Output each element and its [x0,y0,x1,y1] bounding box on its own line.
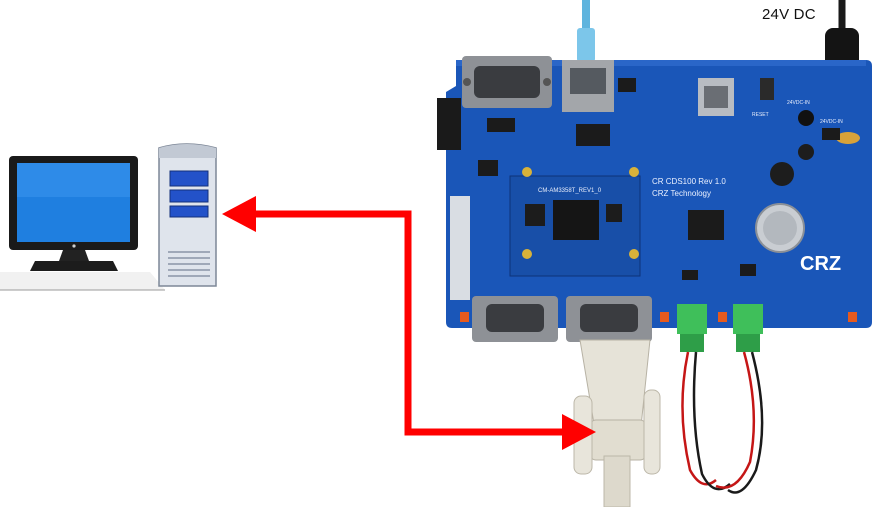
pin-header-edge [450,196,470,300]
top-db9-face [474,66,540,98]
db9-strain-relief [589,419,647,461]
pin-header-left [437,98,461,150]
serial-cable [573,339,661,508]
drive-bay-1 [169,170,209,187]
vdc-label-2: 24VDC-IN [820,119,843,125]
reset-button [760,78,774,100]
reset-label: RESET [752,112,769,118]
tower-top [159,144,216,158]
serial-cord [603,455,631,508]
terminal-block-2 [733,304,763,334]
drive-bay-3 [169,205,209,218]
monitor-stand [30,261,118,271]
thumb-screw-right [643,389,661,475]
power-led [72,244,76,248]
pcb-edge [456,60,866,66]
fuse [836,132,860,144]
desktop-computer-icon [0,143,217,291]
terminal-block-1 [677,304,707,334]
rj45-plug [577,28,595,62]
arrowhead-pc [222,196,256,232]
circuit-board: RESET 24VDC-IN 24VDC-IN CM-AM3358T_REV1_… [437,56,872,352]
board-maker-label: CRZ Technology [652,189,711,198]
pc-tower-icon [158,143,217,287]
capacitor-large [770,162,794,186]
cpu-chip [553,200,599,240]
module-label: CM-AM3358T_REV1_0 [538,188,602,194]
capacitor [798,144,814,160]
vdc-label: 24VDC-IN [787,100,810,106]
desk-plate [0,272,165,290]
drive-bay-2 [169,189,209,203]
arrow-path [240,210,578,436]
ic-phy [576,124,610,146]
terminal-wires [681,351,764,494]
ethernet-cable [577,0,595,62]
arrowhead-board [562,414,596,450]
monitor-screen-glare [17,163,130,197]
power-input-label: 24V DC [762,6,816,23]
monitor-neck [59,250,89,261]
connection-arrow [222,196,596,450]
board-model-label: CR CDS100 Rev 1.0 [652,177,726,186]
ic-uart [688,210,724,240]
monitor-icon [9,156,138,271]
board-logo: CRZ [800,253,841,275]
